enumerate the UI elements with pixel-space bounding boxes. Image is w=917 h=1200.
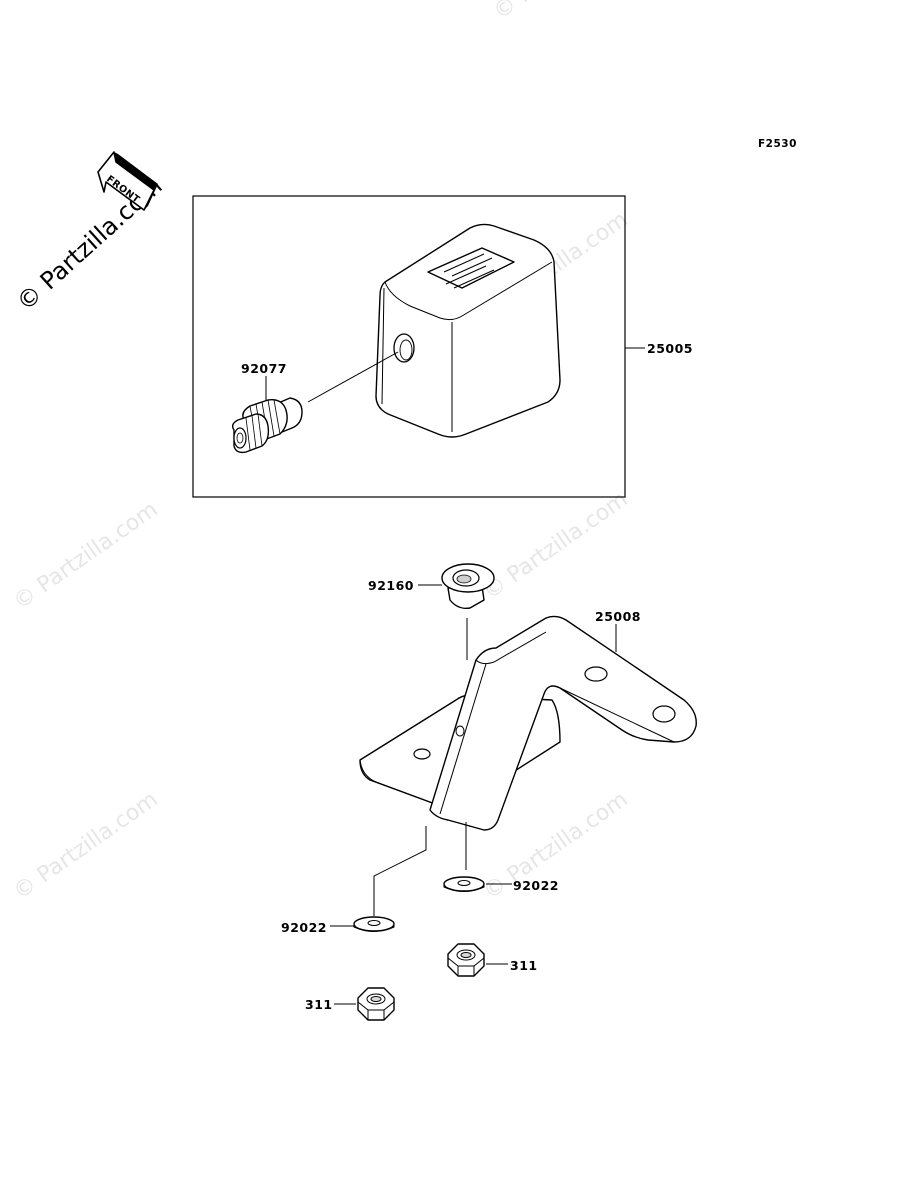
nut-311-right <box>447 943 485 977</box>
figure-code: F2530 <box>758 138 797 150</box>
screw-92077 <box>231 397 303 454</box>
nut-311-left <box>357 987 395 1021</box>
callout-92077: 92077 <box>241 361 287 376</box>
watermark-4: © Partzilla.com <box>479 487 632 605</box>
meter-housing <box>375 223 561 438</box>
callout-311-right: 311 <box>510 958 538 973</box>
washer-92022-left <box>353 916 395 932</box>
grommet-92160 <box>441 563 495 610</box>
leader-92077-to-housing <box>307 351 399 403</box>
washer-92022-right <box>443 876 485 892</box>
watermarks: © Partzilla.com © Partzilla.com © Partzi… <box>9 0 642 905</box>
watermark-3: © Partzilla.com <box>9 497 162 615</box>
watermark-1: © Partzilla.com <box>489 0 642 25</box>
bracket-25008 <box>359 615 697 831</box>
leader-92022-left-up <box>373 826 427 916</box>
assembly-box <box>192 195 626 498</box>
callout-92160: 92160 <box>368 578 414 593</box>
callout-25008: 25008 <box>595 609 641 624</box>
callout-311-left: 311 <box>305 997 333 1012</box>
callout-25005: 25005 <box>647 341 693 356</box>
callout-92022-left: 92022 <box>281 920 327 935</box>
callout-92022-right: 92022 <box>513 878 559 893</box>
watermark-5: © Partzilla.com <box>9 787 162 905</box>
